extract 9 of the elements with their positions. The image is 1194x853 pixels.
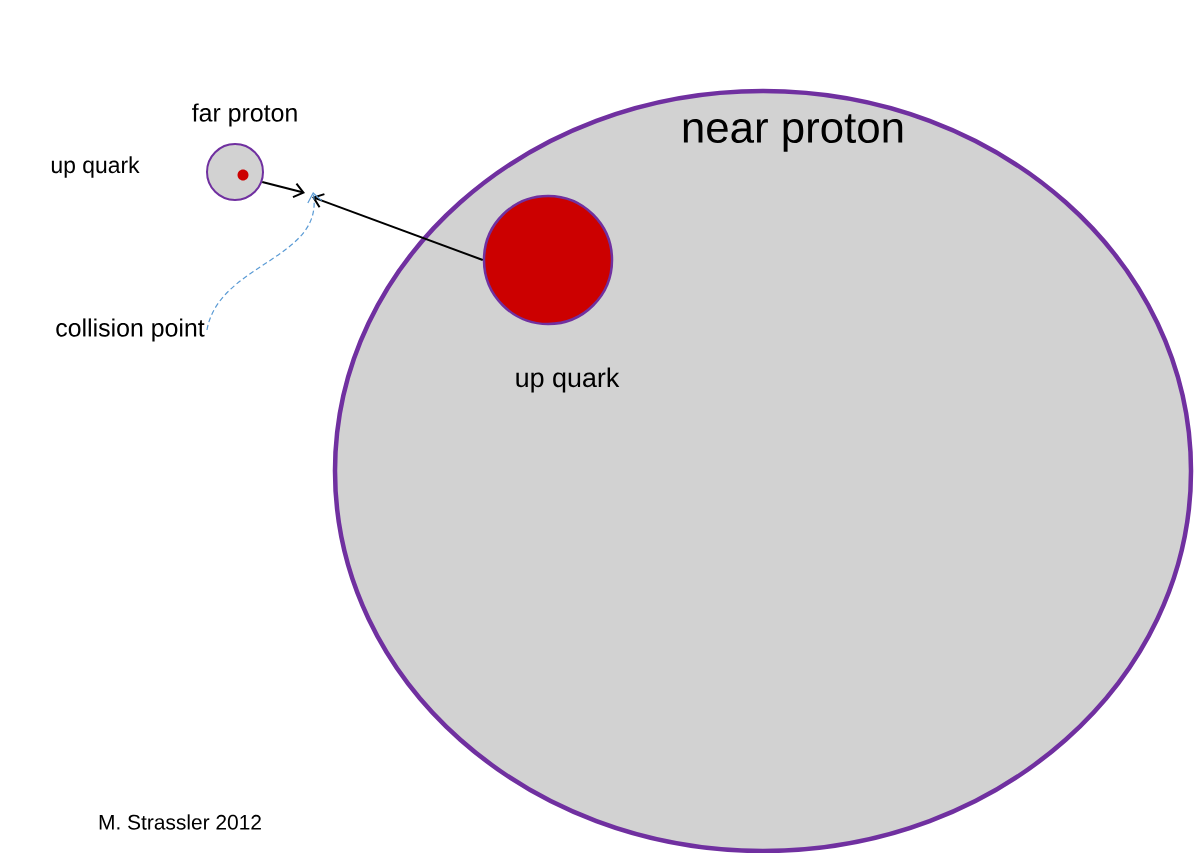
node-label: near proton (683, 114, 903, 152)
node-label: far proton (192, 103, 297, 127)
text-label: collision point (56, 318, 205, 342)
arrow (261, 180, 305, 199)
text-label: up quark (51, 156, 140, 178)
arrow (206, 192, 323, 331)
arrow (312, 193, 484, 261)
credit-text: M. Strassler 2012 (99, 814, 261, 830)
node-caption: up quark (516, 367, 620, 393)
